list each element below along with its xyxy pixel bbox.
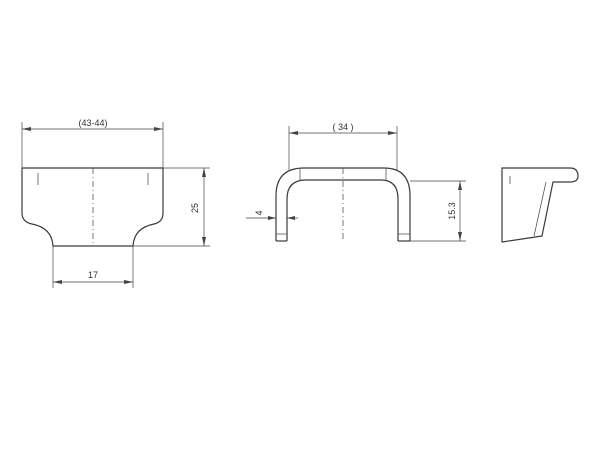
dimension-wire-label: 4 [254,210,264,215]
dimension-height-front-label: 25 [190,203,200,213]
end-view-inner-line [533,181,547,237]
dimension-height-side: 15.3 [410,180,466,242]
end-view-outline [501,167,579,243]
dimension-length: ( 34 ) [288,122,398,170]
dimension-width: (43-44) [21,118,164,168]
front-view: (43-44) 25 17 [21,118,210,288]
side-view: ( 34 ) 15.3 4 [246,122,466,242]
side-view-inner-profile [286,179,399,241]
end-view [501,167,579,243]
dimension-stem-label: 17 [88,270,98,280]
dimension-wire: 4 [246,210,298,220]
dimension-stem: 17 [52,246,134,288]
dimension-height-side-label: 15.3 [447,202,457,220]
dimension-height-front: 25 [133,167,210,247]
front-view-outline [21,167,164,247]
dimension-length-label: ( 34 ) [332,122,353,132]
side-view-outer-profile [275,167,411,241]
dimension-width-label: (43-44) [78,118,107,128]
